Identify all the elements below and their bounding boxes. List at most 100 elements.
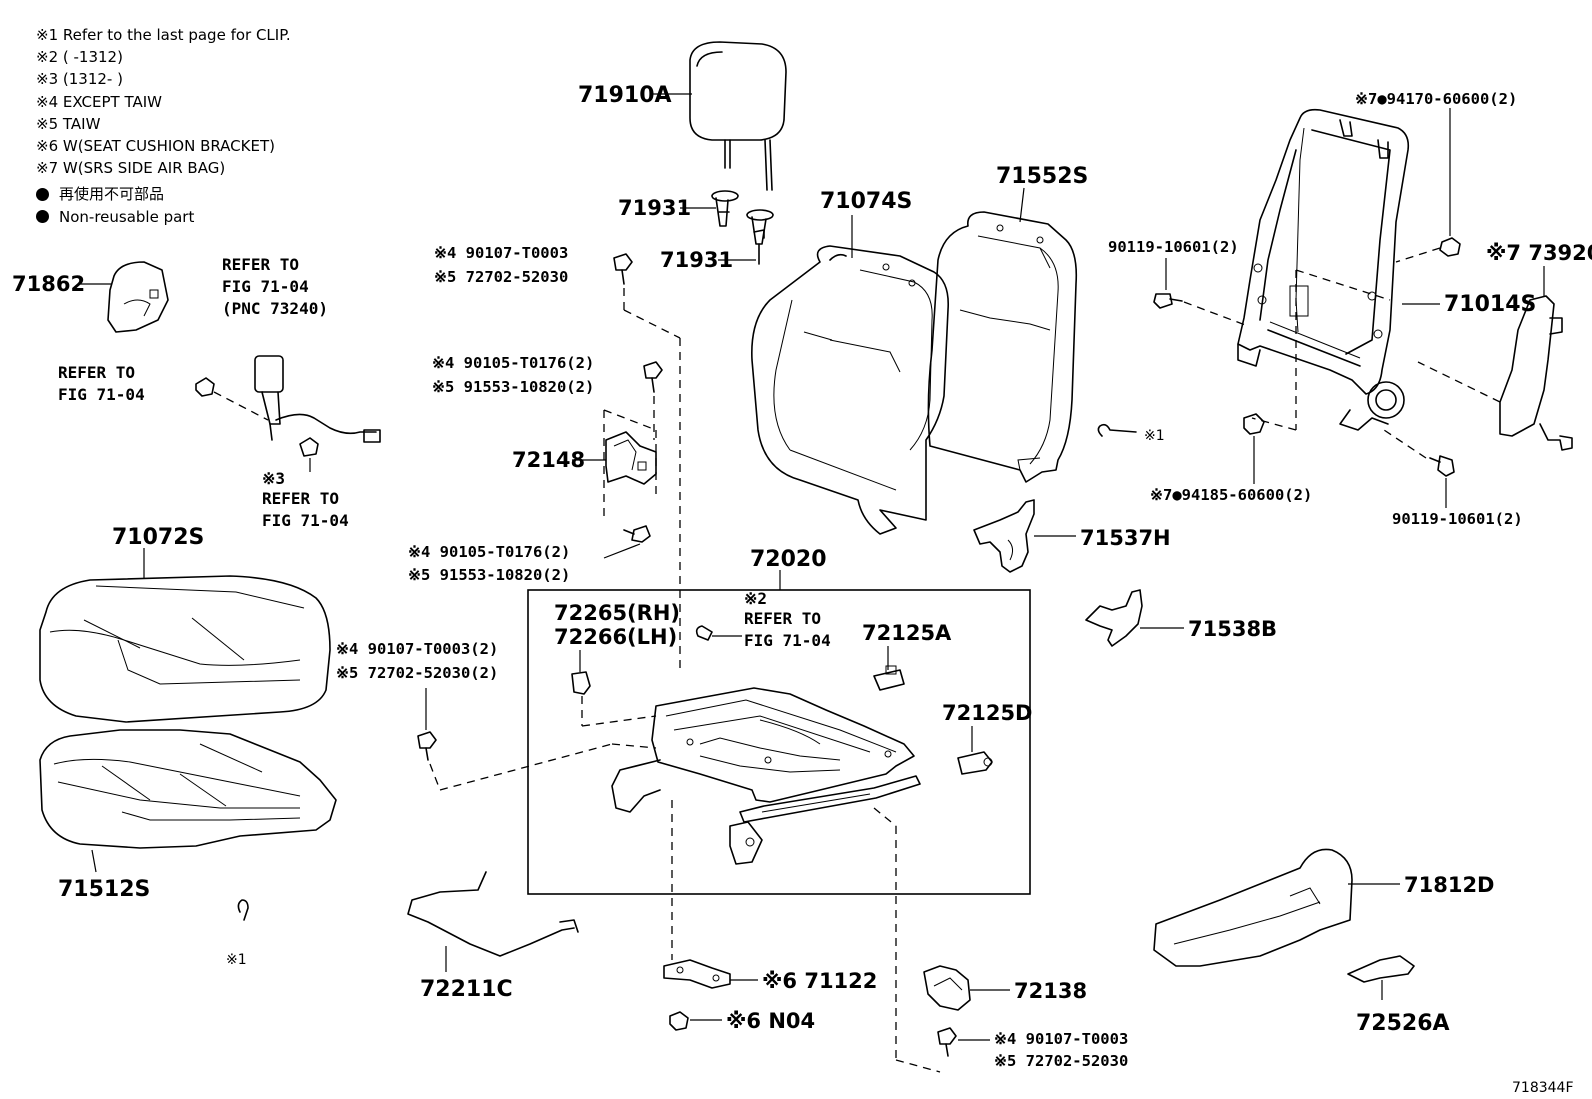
note-6: ※6 W(SEAT CUSHION BRACKET) xyxy=(36,137,275,156)
cushion-cover: 71072S xyxy=(39,525,331,723)
label-clip-cushion: ※1 xyxy=(226,952,247,968)
clip-cushion: ※1 xyxy=(226,899,249,968)
label-bolt-top-b: ※5 72702-52030 xyxy=(434,268,568,286)
label-bolt-mid-b: ※5 91553-10820(2) xyxy=(432,378,594,396)
legend-jp: 再使用不可部品 xyxy=(36,183,291,205)
belt-clip: ※3 REFER TO FIG 71-04 xyxy=(262,437,349,530)
label-90119-a: 90119-10601(2) xyxy=(1108,238,1239,256)
hinge-bracket-72148: 72148 xyxy=(512,409,657,520)
label-71931-a: 71931 xyxy=(618,196,691,220)
label-72125D: 72125D xyxy=(942,701,1033,725)
cover-71862: 71862 xyxy=(12,261,169,333)
label-72125A: 72125A xyxy=(862,621,952,645)
nut-N04: ※6 N04 xyxy=(669,1009,815,1033)
label-refer-3b: REFER TO xyxy=(262,489,339,508)
side-airbag: ※7 73920A xyxy=(1417,241,1592,451)
footnotes: ※1 Refer to the last page for CLIP. ※2 (… xyxy=(36,24,291,228)
belt-nut: REFER TO FIG 71-04 xyxy=(58,363,269,421)
label-refer-belt-1: REFER TO xyxy=(222,255,299,274)
frame-bolt-right: 90119-10601(2) xyxy=(1383,429,1523,528)
label-71512S: 71512S xyxy=(58,877,150,902)
frame-nut-bottom: ※7●94185-60600(2) xyxy=(1150,413,1312,504)
label-94170: ※7●94170-60600(2) xyxy=(1355,90,1517,108)
non-reusable-dot-icon xyxy=(36,210,49,224)
label-71072S: 71072S xyxy=(112,525,204,550)
bracket-71537H: 71537H xyxy=(973,499,1171,573)
headrest: 71910A xyxy=(578,41,787,191)
label-71014S: 71014S xyxy=(1444,292,1536,317)
note-2: ※2 ( -1312) xyxy=(36,48,123,67)
label-refer-left-2: FIG 71-04 xyxy=(58,385,145,404)
label-71552S: 71552S xyxy=(996,164,1088,189)
label-94185: ※7●94185-60600(2) xyxy=(1150,486,1312,504)
label-refer-2c: FIG 71-04 xyxy=(744,631,831,650)
label-71931-b: 71931 xyxy=(660,248,733,272)
bolt-top: ※4 90107-T0003 ※5 72702-52030 xyxy=(434,244,681,670)
label-72526A: 72526A xyxy=(1356,1011,1450,1036)
label-71812D: 71812D xyxy=(1404,873,1495,897)
label-72138: 72138 xyxy=(1014,979,1087,1003)
label-refer-3c: FIG 71-04 xyxy=(262,511,349,530)
frame-bolt-left: 90119-10601(2) xyxy=(1108,238,1249,327)
note-7: ※7 W(SRS SIDE AIR BAG) xyxy=(36,159,226,178)
label-72148: 72148 xyxy=(512,448,585,472)
label-71537H: 71537H xyxy=(1080,526,1171,550)
label-refer-belt-3: (PNC 73240) xyxy=(222,299,328,318)
label-refer-belt-2: FIG 71-04 xyxy=(222,277,309,296)
label-bolt-cush-b: ※5 72702-52030(2) xyxy=(336,664,498,682)
label-bolt-bot-a: ※4 90107-T0003 xyxy=(994,1030,1128,1048)
headrest-guide-2: 71931 xyxy=(660,209,774,272)
label-bolt-low-b: ※5 91553-10820(2) xyxy=(408,566,570,584)
label-bolt-top-a: ※4 90107-T0003 xyxy=(434,244,568,262)
label-72265: 72265(RH) xyxy=(554,601,680,625)
label-bolt-cush-a: ※4 90107-T0003(2) xyxy=(336,640,498,658)
note-4: ※4 EXCEPT TAIW xyxy=(36,92,162,111)
label-72211C: 72211C xyxy=(420,977,513,1002)
non-reusable-dot-icon xyxy=(36,188,49,202)
label-71862: 71862 xyxy=(12,272,85,296)
figure-id: 718344F xyxy=(1512,1080,1574,1096)
label-bolt-low-a: ※4 90105-T0176(2) xyxy=(408,543,570,561)
cover-72138: 72138 xyxy=(923,965,1087,1011)
seatback-frame: 71014S xyxy=(1237,108,1536,431)
label-refer-2a: ※2 xyxy=(744,589,767,608)
cushion-pad: 71512S xyxy=(39,729,337,902)
headrest-guide-1: 71931 xyxy=(618,190,739,227)
label-71122: ※6 71122 xyxy=(762,969,877,993)
bolt-bottom: ※4 90107-T0003 ※5 72702-52030 xyxy=(937,1027,1128,1070)
bolt-mid: ※4 90105-T0176(2) ※5 91553-10820(2) xyxy=(432,354,663,440)
frame-nut-top: ※7●94170-60600(2) xyxy=(1355,90,1517,263)
label-clip-back: ※1 xyxy=(1144,428,1165,444)
bracket-71538B: 71538B xyxy=(1085,589,1277,647)
legend-en: Non-reusable part xyxy=(36,206,291,228)
label-refer-2b: REFER TO xyxy=(744,609,821,628)
label-bolt-bot-b: ※5 72702-52030 xyxy=(994,1052,1128,1070)
seatbelt-buckle: REFER TO FIG 71-04 (PNC 73240) xyxy=(222,255,381,443)
note-3: ※3 (1312- ) xyxy=(36,70,123,89)
label-72020: 72020 xyxy=(750,547,827,572)
label-71910A: 71910A xyxy=(578,83,672,108)
note-5: ※5 TAIW xyxy=(36,114,101,133)
note-1: ※1 Refer to the last page for CLIP. xyxy=(36,26,291,44)
seatback-pad: 71552S xyxy=(927,164,1088,483)
label-73920A: ※7 73920A xyxy=(1486,241,1592,265)
cover-72526A: 72526A xyxy=(1347,955,1450,1036)
adjuster-set-box: 72020 72265(RH) 72266(LH) ※2 REFER TO FI… xyxy=(527,547,1033,1073)
bracket-71122: ※6 71122 xyxy=(663,959,877,993)
label-90119-b: 90119-10601(2) xyxy=(1392,510,1523,528)
seatback-cover: 71074S xyxy=(751,189,950,535)
label-refer-3a: ※3 xyxy=(262,469,285,488)
label-N04: ※6 N04 xyxy=(726,1009,815,1033)
label-refer-left-1: REFER TO xyxy=(58,363,135,382)
clip-back: ※1 xyxy=(1097,423,1165,444)
wire-72211C: 72211C xyxy=(407,871,579,1002)
bolt-low: ※4 90105-T0176(2) ※5 91553-10820(2) xyxy=(408,525,651,584)
label-71538B: 71538B xyxy=(1188,617,1277,641)
shield-71812D: 71812D xyxy=(1153,848,1495,967)
bolt-cushion: ※4 90107-T0003(2) ※5 72702-52030(2) xyxy=(336,640,613,791)
label-71074S: 71074S xyxy=(820,189,912,214)
label-bolt-mid-a: ※4 90105-T0176(2) xyxy=(432,354,594,372)
label-72266: 72266(LH) xyxy=(554,625,677,649)
